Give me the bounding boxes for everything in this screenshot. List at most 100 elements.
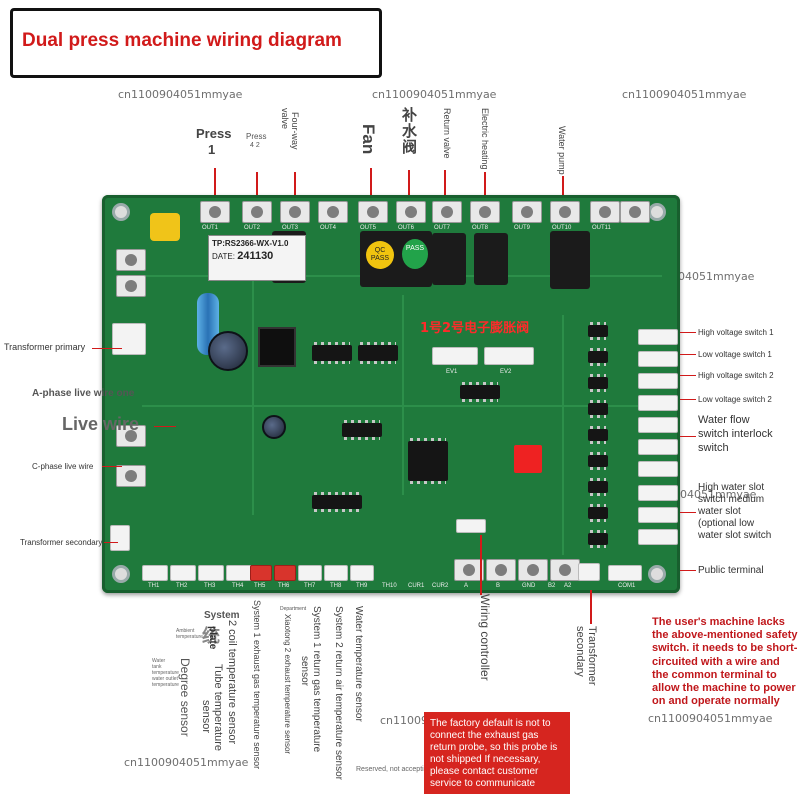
expansion-valve-label: 1号2号电子膨胀阀 — [420, 321, 530, 336]
terminal-out10 — [550, 201, 580, 223]
qc-pass-sticker: QC PASS — [366, 241, 394, 269]
water-flow-pointer — [680, 436, 696, 437]
return-valve-label: Return valve — [442, 108, 452, 159]
lv2-pointer — [680, 399, 696, 400]
coil-sensor-label: 2 coil temperature sensor — [226, 620, 238, 745]
th9-label: TH9 — [356, 583, 368, 589]
a-label: A — [464, 583, 469, 589]
tank-line5: temperature — [152, 682, 179, 688]
pcb-board: QC PASS PASS TP:RS2366-WX-V1.0 DATE: 241… — [102, 195, 680, 593]
mounting-hole — [648, 565, 666, 583]
connector-transformer-secondary — [110, 525, 130, 551]
diagram-title: Dual press machine wiring diagram — [22, 30, 342, 51]
tube-sensor-line1: Tube temperature — [212, 664, 224, 752]
water-flow-line1: Water flow — [698, 414, 750, 426]
terminal-out7 — [432, 201, 462, 223]
optocoupler — [588, 452, 608, 470]
ic-chip — [312, 492, 362, 512]
live-wire-label: Live wire — [62, 414, 140, 434]
out2-label: OUT2 — [244, 225, 261, 231]
connector-th2 — [170, 565, 196, 581]
connector-th9 — [350, 565, 374, 581]
terminal-a — [454, 559, 484, 581]
press1-label: Press — [196, 126, 232, 141]
system-label: System — [204, 610, 240, 621]
watermark: cn1100904051mmyae — [622, 88, 747, 101]
lv1-pointer — [680, 354, 696, 355]
connector-interlock — [638, 439, 678, 455]
terminal-out12 — [620, 201, 650, 223]
connector-th6 — [274, 565, 296, 581]
optocoupler — [588, 426, 608, 444]
water-slot-line1: High water slot — [698, 482, 765, 493]
degree-sensor-label: Degree sensor — [178, 658, 192, 737]
th5-label: TH5 — [254, 583, 266, 589]
plate-label: plate — [207, 626, 218, 650]
tank-line4: water outlet — [152, 676, 178, 682]
connector-th1 — [142, 565, 168, 581]
transformer-secondary-left-label: Transformer secondary — [20, 538, 103, 547]
public-terminal-pointer — [680, 570, 696, 571]
cur2-label: CUR2 — [432, 583, 449, 589]
y-capacitor — [150, 213, 180, 241]
mounting-hole — [112, 203, 130, 221]
terminal-out5 — [358, 201, 388, 223]
relay-out8 — [474, 233, 508, 285]
transformer-primary-label: Transformer primary — [4, 342, 86, 352]
press2-number: 4 2 — [250, 142, 260, 149]
th1-label: TH1 — [148, 583, 160, 589]
watermark: cn1100904051mmyae — [372, 88, 497, 101]
out9-label: OUT9 — [514, 225, 531, 231]
hv1-label: High voltage switch 1 — [698, 328, 774, 337]
mounting-hole — [648, 203, 666, 221]
terminal-out8 — [470, 201, 500, 223]
optocoupler — [588, 322, 608, 340]
xiaotong-exhaust-label: Xiaotong 2 exhaust temperature sensor — [283, 614, 292, 755]
fan-wire — [370, 168, 372, 202]
terminal-b2 — [550, 559, 580, 581]
ev1-label: EV1 — [446, 369, 458, 375]
mounting-hole — [112, 565, 130, 583]
board-label: TP:RS2366-WX-V1.0 DATE: 241130 — [208, 235, 306, 281]
live-wire-pointer — [154, 426, 176, 427]
tank-line3: temperature — [152, 670, 179, 676]
lv2-label: Low voltage switch 2 — [698, 395, 772, 404]
out7-label: OUT7 — [434, 225, 451, 231]
return-valve-wire — [444, 170, 446, 202]
ic-chip — [358, 342, 398, 364]
relay-out11 — [550, 231, 590, 289]
water-pump-label: Water pump — [557, 126, 567, 175]
c-phase-pointer — [102, 466, 122, 467]
transformer-secondary-bottom-line1: Transformer — [586, 626, 598, 686]
out8-label: OUT8 — [472, 225, 489, 231]
out10-label: OUT10 — [552, 225, 572, 231]
tank-line2: tank — [152, 664, 162, 670]
connector-switch — [638, 461, 678, 477]
tank-line1: Water — [152, 658, 166, 664]
ev2-label: EV2 — [500, 369, 512, 375]
connector-th4 — [226, 565, 252, 581]
hv2-pointer — [680, 375, 696, 376]
water-slot-line2: switch medium — [698, 494, 765, 505]
out5-label: OUT5 — [360, 225, 377, 231]
ic-chip — [342, 420, 382, 440]
reserved-label: Reserved, not accepting — [356, 766, 432, 773]
heating-wire — [484, 172, 486, 202]
terminal-out1 — [200, 201, 230, 223]
ic-chip — [312, 342, 352, 364]
connector-medium-water — [638, 507, 678, 523]
watermark: cn1100904051mmyae — [118, 88, 243, 101]
b2-label: B2 — [548, 583, 556, 589]
factory-default-note: The factory default is not to connect th… — [430, 718, 558, 789]
optocoupler — [588, 478, 608, 496]
electric-heating-label: Electric heating — [480, 108, 490, 170]
press2-wire — [256, 172, 258, 202]
terminal-left — [116, 425, 146, 447]
heatsink — [258, 327, 296, 367]
connector-cn4 — [456, 519, 486, 533]
ambient-label-2: temperature — [176, 634, 203, 640]
connector-com1 — [608, 565, 642, 581]
connector-transformer-primary — [112, 323, 146, 355]
makeup-valve-label: 补水阀 — [402, 106, 418, 156]
terminal-out3 — [280, 201, 310, 223]
